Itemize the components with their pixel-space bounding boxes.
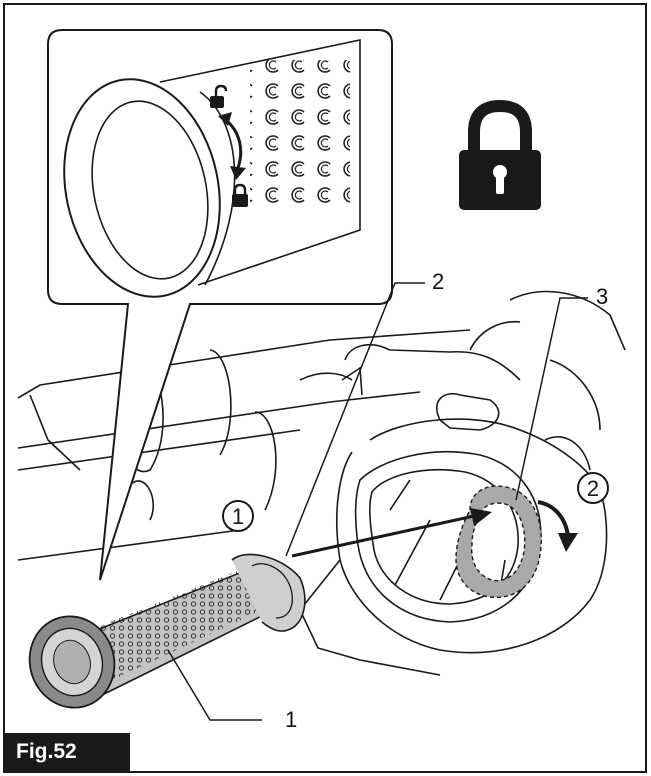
rotate-arrow-icon xyxy=(537,500,578,552)
step-1-marker: 1 xyxy=(222,500,254,532)
callout-3: 3 xyxy=(596,284,609,309)
step-1-number: 1 xyxy=(232,504,244,529)
lock-ring-highlight xyxy=(455,485,542,599)
zoom-inset xyxy=(47,29,393,581)
lock-direction-arrow xyxy=(218,112,246,180)
leader-lines xyxy=(167,282,588,721)
insert-arrow xyxy=(291,508,492,558)
figure-label: Fig.52 xyxy=(4,733,130,771)
small-unlock-icon xyxy=(210,84,228,108)
step-2-number: 2 xyxy=(587,476,599,501)
lock-icon xyxy=(459,99,541,210)
callout-2: 2 xyxy=(432,269,445,294)
step-2-marker: 2 xyxy=(577,472,609,504)
callout-1: 1 xyxy=(285,707,298,732)
screen-tube xyxy=(28,553,306,709)
small-lock-icon xyxy=(232,183,248,207)
